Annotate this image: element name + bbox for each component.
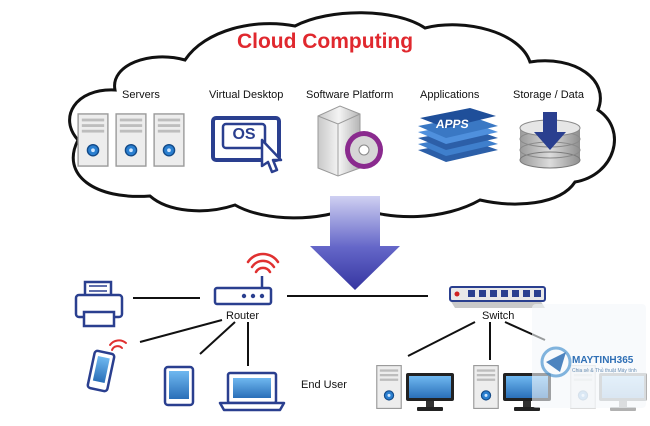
os-screen-text: OS bbox=[232, 126, 256, 143]
software-box-icon bbox=[317, 105, 383, 177]
server-icon bbox=[77, 113, 185, 167]
down-arrow-icon bbox=[310, 196, 400, 290]
diagram-title: Cloud Computing bbox=[236, 30, 414, 53]
switch-icon bbox=[449, 286, 546, 308]
laptop-icon bbox=[218, 371, 286, 412]
label-software-platform: Software Platform bbox=[306, 89, 394, 101]
router-label: Router bbox=[226, 310, 260, 322]
network-links bbox=[133, 295, 546, 366]
printer-icon bbox=[74, 280, 124, 328]
tablet-icon bbox=[163, 365, 195, 407]
desktop-computer-icon bbox=[376, 364, 454, 411]
end-user-label: End User bbox=[301, 379, 347, 391]
watermark-brand: MAYTINH365 bbox=[572, 355, 634, 366]
watermark-tagline: Chia sẻ & Thủ thuật Máy tính bbox=[572, 368, 637, 374]
router-icon bbox=[213, 276, 273, 306]
label-applications: Applications bbox=[420, 89, 480, 101]
os-screen-icon bbox=[211, 116, 283, 174]
database-icon bbox=[519, 112, 581, 169]
smartphone-icon bbox=[86, 349, 116, 393]
apps-badge-text: APPS bbox=[435, 117, 470, 131]
apps-stack-icon bbox=[418, 108, 498, 162]
switch-label: Switch bbox=[482, 310, 515, 322]
watermark-logo bbox=[532, 304, 646, 408]
wifi-icon bbox=[246, 252, 280, 274]
label-servers: Servers bbox=[122, 89, 160, 101]
phone-wifi-icon bbox=[109, 339, 127, 351]
label-virtual-desktop: Virtual Desktop bbox=[209, 89, 284, 101]
label-storage-data: Storage / Data bbox=[513, 89, 584, 101]
